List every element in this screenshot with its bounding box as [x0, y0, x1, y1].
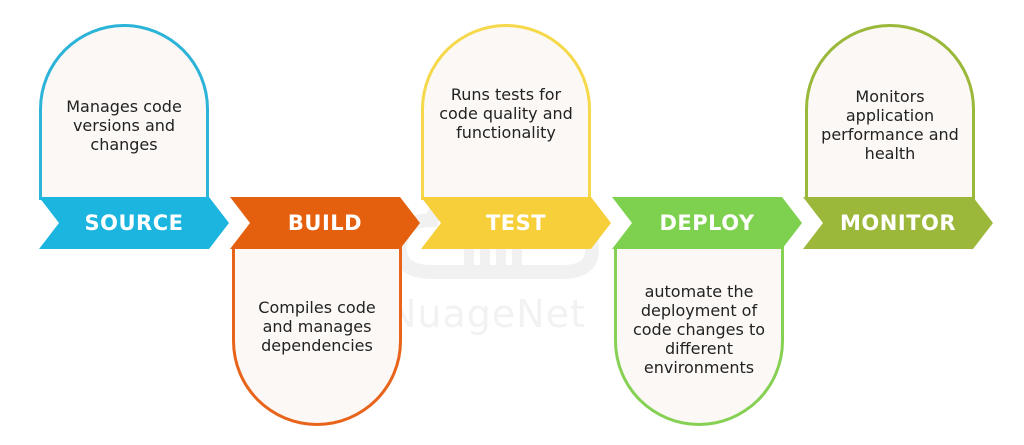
build-label: BUILD — [287, 211, 363, 235]
build-description-card: Compiles code and manages dependencies — [232, 246, 402, 426]
build-stage-label: BUILD — [230, 197, 420, 249]
deploy-description: automate the deployment of code changes … — [632, 282, 766, 377]
test-label: TEST — [485, 211, 547, 235]
test-stage-label: TEST — [421, 197, 611, 249]
deploy-description-card: automate the deployment of code changes … — [614, 246, 784, 426]
monitor-description: Monitors application performance and hea… — [821, 87, 959, 163]
watermark-text: NuageNet — [388, 292, 586, 336]
monitor-label: MONITOR — [840, 211, 956, 235]
deploy-stage-label: DEPLOY — [612, 197, 802, 249]
test-description-card: Runs tests for code quality and function… — [421, 24, 591, 200]
build-description: Compiles code and manages dependencies — [258, 298, 376, 355]
source-description: Manages code versions and changes — [66, 97, 182, 154]
deploy-label: DEPLOY — [659, 211, 755, 235]
source-label: SOURCE — [84, 211, 184, 235]
test-description: Runs tests for code quality and function… — [439, 85, 573, 142]
monitor-stage-label: MONITOR — [803, 197, 993, 249]
source-stage-label: SOURCE — [39, 197, 229, 249]
monitor-description-card: Monitors application performance and hea… — [805, 24, 975, 200]
source-description-card: Manages code versions and changes — [39, 24, 209, 200]
